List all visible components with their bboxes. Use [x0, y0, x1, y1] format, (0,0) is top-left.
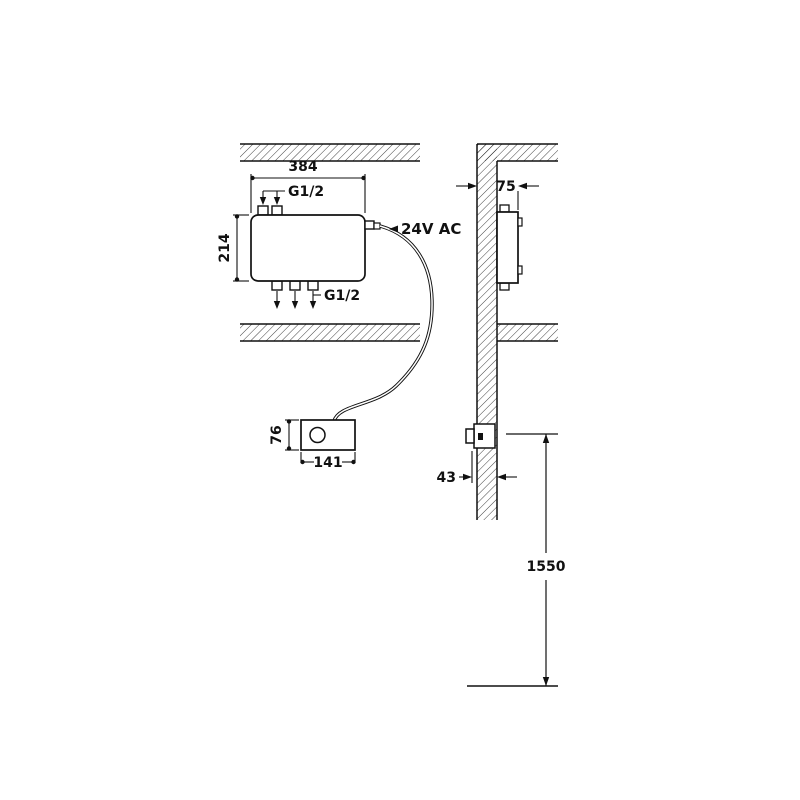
- outlet-connector: [271, 280, 283, 291]
- side-top-connector: [499, 204, 510, 213]
- dim-remote-depth: 43: [437, 451, 517, 486]
- ceiling-band-left-bottom: [240, 324, 420, 341]
- wall-sections: [240, 143, 558, 520]
- dim-remote-depth-label: 43: [437, 470, 456, 486]
- outlet-connector: [289, 280, 301, 291]
- remote-side-detail: [478, 433, 483, 440]
- power-plug: [373, 222, 381, 230]
- remote-body: [300, 419, 356, 451]
- ceiling-band-left-top: [240, 144, 420, 161]
- wall-vertical: [477, 144, 497, 520]
- remote-control-front: [300, 419, 356, 451]
- dim-mounting-height: 1550: [467, 433, 566, 687]
- remote-control-side: [465, 423, 496, 449]
- power-callout: 24V AC: [389, 220, 461, 238]
- dim-remote-height: 76: [269, 419, 299, 451]
- remote-knob: [309, 426, 326, 444]
- dim-remote-width: 141: [300, 452, 356, 471]
- inlet-callout: G1/2: [259, 184, 324, 205]
- control-box-front: [250, 205, 381, 291]
- inlet-label: G1/2: [288, 184, 324, 200]
- side-mount-tab: [517, 265, 523, 275]
- dim-remote-height-label: 76: [269, 425, 285, 444]
- control-box-body: [250, 214, 366, 282]
- remote-side-knob: [465, 428, 475, 444]
- dim-recess-depth: 75: [456, 179, 539, 210]
- dim-recess-depth-label: 75: [496, 179, 515, 195]
- side-box-body: [496, 211, 519, 284]
- power-connector: [364, 220, 375, 230]
- ceiling-band-right-top: [477, 144, 558, 161]
- side-bottom-connector: [499, 282, 510, 291]
- dim-box-width-label: 384: [288, 159, 317, 175]
- control-cable: [332, 224, 434, 422]
- dim-box-height-label: 214: [217, 233, 233, 262]
- dim-mounting-height-label: 1550: [527, 559, 566, 575]
- dim-remote-width-label: 141: [313, 455, 342, 471]
- dim-box-width: 384: [250, 159, 366, 213]
- inlet-connector: [257, 205, 269, 216]
- outlet-label: G1/2: [324, 288, 360, 304]
- power-label: 24V AC: [401, 220, 461, 238]
- dim-box-height: 214: [217, 214, 249, 282]
- control-box-side: [496, 204, 523, 291]
- side-mount-tab: [517, 217, 523, 227]
- outlet-callout: G1/2: [273, 288, 360, 309]
- outlet-connector: [307, 280, 319, 291]
- inlet-connector: [271, 205, 283, 216]
- ceiling-band-right-bottom: [497, 324, 558, 341]
- remote-side-recess: [473, 423, 496, 449]
